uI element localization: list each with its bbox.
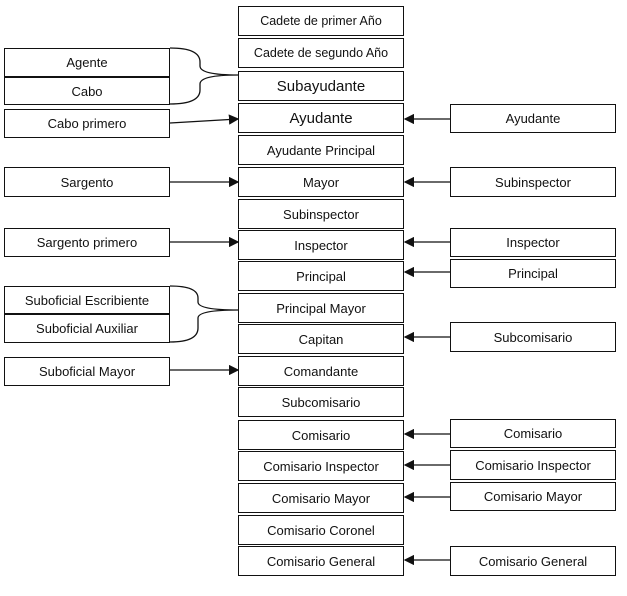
brace-suboficial bbox=[169, 285, 239, 343]
brace-agente-cabo bbox=[169, 47, 239, 105]
rank-left-2: Cabo primero bbox=[4, 109, 170, 138]
rank-right-1: Subinspector bbox=[450, 167, 616, 197]
rank-center-3: Ayudante bbox=[238, 103, 404, 133]
rank-center-8: Principal bbox=[238, 261, 404, 291]
rank-left-4: Sargento primero bbox=[4, 228, 170, 257]
rank-center-6: Subinspector bbox=[238, 199, 404, 229]
rank-center-5: Mayor bbox=[238, 167, 404, 197]
rank-right-5: Comisario bbox=[450, 419, 616, 448]
rank-center-7: Inspector bbox=[238, 230, 404, 260]
rank-center-15: Comisario Mayor bbox=[238, 483, 404, 513]
rank-center-11: Comandante bbox=[238, 356, 404, 386]
rank-center-16: Comisario Coronel bbox=[238, 515, 404, 545]
rank-left-7: Suboficial Mayor bbox=[4, 357, 170, 386]
arrow-cabo-primero bbox=[169, 114, 240, 125]
rank-right-3: Principal bbox=[450, 259, 616, 288]
rank-right-2: Inspector bbox=[450, 228, 616, 257]
rank-right-6: Comisario Inspector bbox=[450, 450, 616, 480]
rank-right-4: Subcomisario bbox=[450, 322, 616, 352]
rank-center-17: Comisario General bbox=[238, 546, 404, 576]
rank-left-6: Suboficial Auxiliar bbox=[4, 314, 170, 343]
rank-center-9: Principal Mayor bbox=[238, 293, 404, 323]
rank-left-3: Sargento bbox=[4, 167, 170, 197]
rank-center-12: Subcomisario bbox=[238, 387, 404, 417]
rank-left-1: Cabo bbox=[4, 77, 170, 105]
rank-left-5: Suboficial Escribiente bbox=[4, 286, 170, 314]
rank-center-13: Comisario bbox=[238, 420, 404, 450]
rank-left-0: Agente bbox=[4, 48, 170, 77]
rank-center-14: Comisario Inspector bbox=[238, 451, 404, 481]
rank-center-2: Subayudante bbox=[238, 71, 404, 101]
rank-right-7: Comisario Mayor bbox=[450, 482, 616, 511]
rank-center-10: Capitan bbox=[238, 324, 404, 354]
rank-center-0: Cadete de primer Año bbox=[238, 6, 404, 36]
rank-right-0: Ayudante bbox=[450, 104, 616, 133]
rank-center-4: Ayudante Principal bbox=[238, 135, 404, 165]
rank-center-1: Cadete de segundo Año bbox=[238, 38, 404, 68]
rank-right-8: Comisario General bbox=[450, 546, 616, 576]
